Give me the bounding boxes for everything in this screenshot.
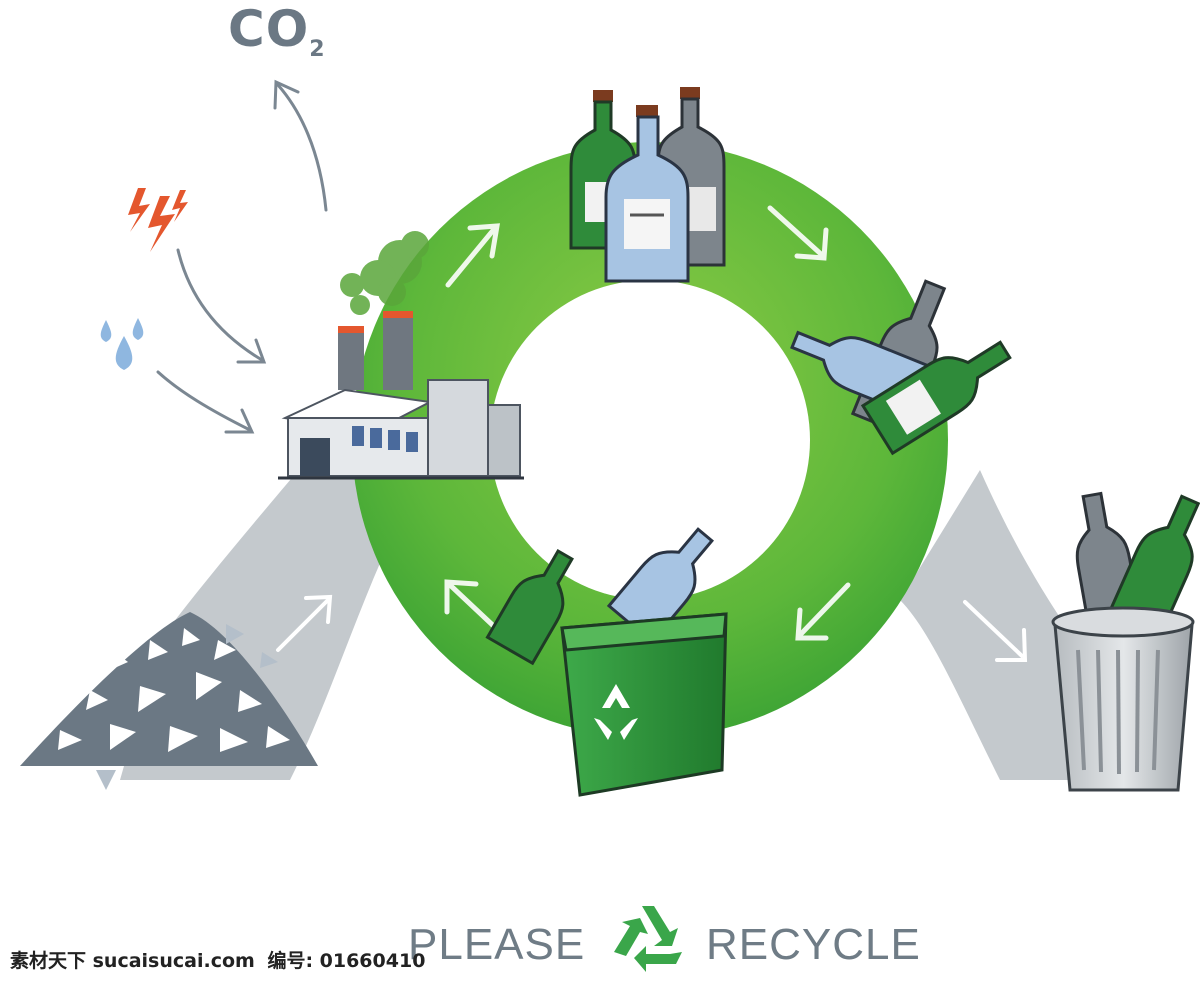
ring-arrow-bottom-left	[444, 579, 503, 635]
arrow-to-trash	[963, 600, 1028, 662]
water-drops-icon	[100, 318, 144, 370]
right-gray-arch	[900, 470, 1110, 780]
co2-text: CO	[228, 0, 310, 58]
watermark: 素材天下 sucaisucai.com 编号: 01660410	[10, 946, 425, 973]
watermark-site: 素材天下 sucaisucai.com	[10, 950, 255, 972]
footer-right-word: RECYCLE	[706, 920, 921, 969]
smoke-icon	[340, 231, 429, 315]
recycle-bin-icon	[485, 527, 728, 797]
arrow-to-co2	[273, 79, 328, 212]
lightning-icon	[128, 188, 188, 252]
bottles-right-icon	[790, 279, 1012, 456]
ring-hole	[490, 280, 810, 600]
bottles-top-icon	[569, 87, 726, 283]
co2-subscript: 2	[309, 37, 326, 62]
co2-label: CO2	[228, 0, 326, 62]
blue-bottle	[604, 105, 690, 283]
trash-can-icon	[1051, 491, 1200, 792]
factory-icon	[278, 311, 524, 480]
watermark-id: 编号: 01660410	[267, 950, 426, 972]
ring-arrow-top-left	[445, 223, 500, 288]
glass-pile-icon	[20, 612, 318, 790]
footer-left-word: PLEASE	[408, 920, 586, 969]
ring-arrow-top-right	[767, 205, 829, 261]
recycle-icon	[614, 906, 682, 972]
ring-arrow-bottom-right	[795, 582, 851, 641]
bin-recycle-icon	[594, 684, 638, 740]
arrow-water-to-factory	[156, 370, 255, 434]
arrow-energy-to-factory	[176, 248, 267, 364]
footer: PLEASE RECYCLE	[0, 912, 1200, 983]
arrow-pile-to-ring	[276, 594, 333, 652]
